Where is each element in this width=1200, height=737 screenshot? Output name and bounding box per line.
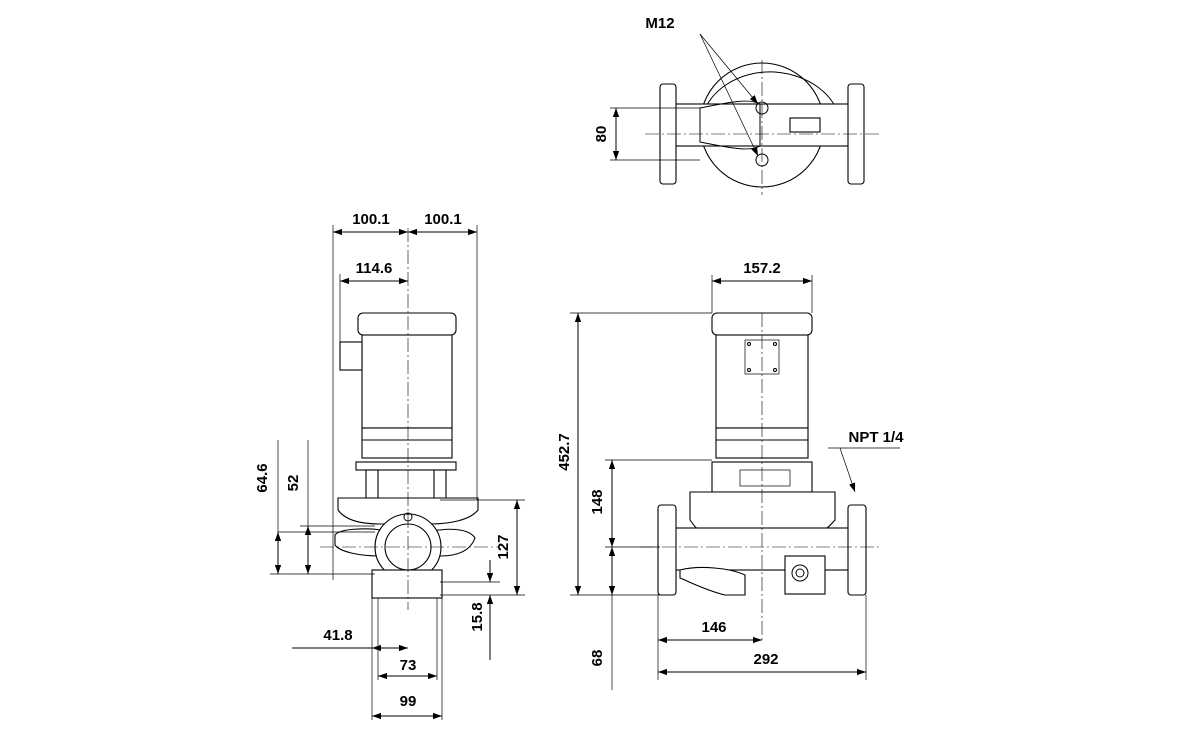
half-width-left-dim: 100.1 xyxy=(352,211,390,228)
port-to-port-dim: 292 xyxy=(753,651,778,668)
height-c-dim: 127 xyxy=(495,534,512,559)
flange-spacing-dim: 80 xyxy=(593,126,610,143)
side-motor-cap xyxy=(357,312,457,336)
port-height-dim: 148 xyxy=(589,489,606,514)
top-pipe xyxy=(674,103,851,147)
overall-height-dim: 452.7 xyxy=(556,433,573,471)
front-flange-left xyxy=(657,504,677,596)
gauge-port-label: NPT 1/4 xyxy=(848,429,904,446)
height-b-dim: 52 xyxy=(285,475,302,492)
motor-offset-dim: 114.6 xyxy=(356,260,393,277)
width-b-dim: 99 xyxy=(400,693,417,710)
drain-plug xyxy=(791,564,809,582)
half-width-right-dim: 100.1 xyxy=(424,211,462,228)
front-flange-right xyxy=(847,504,867,596)
base-height-dim: 68 xyxy=(589,650,606,667)
side-motor-body xyxy=(361,334,453,429)
side-terminal-box xyxy=(339,341,363,371)
motor-diameter-dim: 157.2 xyxy=(743,260,781,277)
top-view: M12 80 xyxy=(593,15,880,195)
height-a-dim: 64.6 xyxy=(254,463,271,492)
width-a-dim: 73 xyxy=(400,657,417,674)
front-view: 157.2 452.7 148 68 146 292 NPT 1/4 xyxy=(556,260,904,690)
height-d-dim: 15.8 xyxy=(469,602,486,631)
offset-a-dim: 41.8 xyxy=(323,627,352,644)
half-length-dim: 146 xyxy=(701,619,726,636)
thread-label: M12 xyxy=(645,15,674,32)
side-view: 100.1 100.1 114.6 64.6 52 127 15.8 41.8 xyxy=(254,211,525,720)
